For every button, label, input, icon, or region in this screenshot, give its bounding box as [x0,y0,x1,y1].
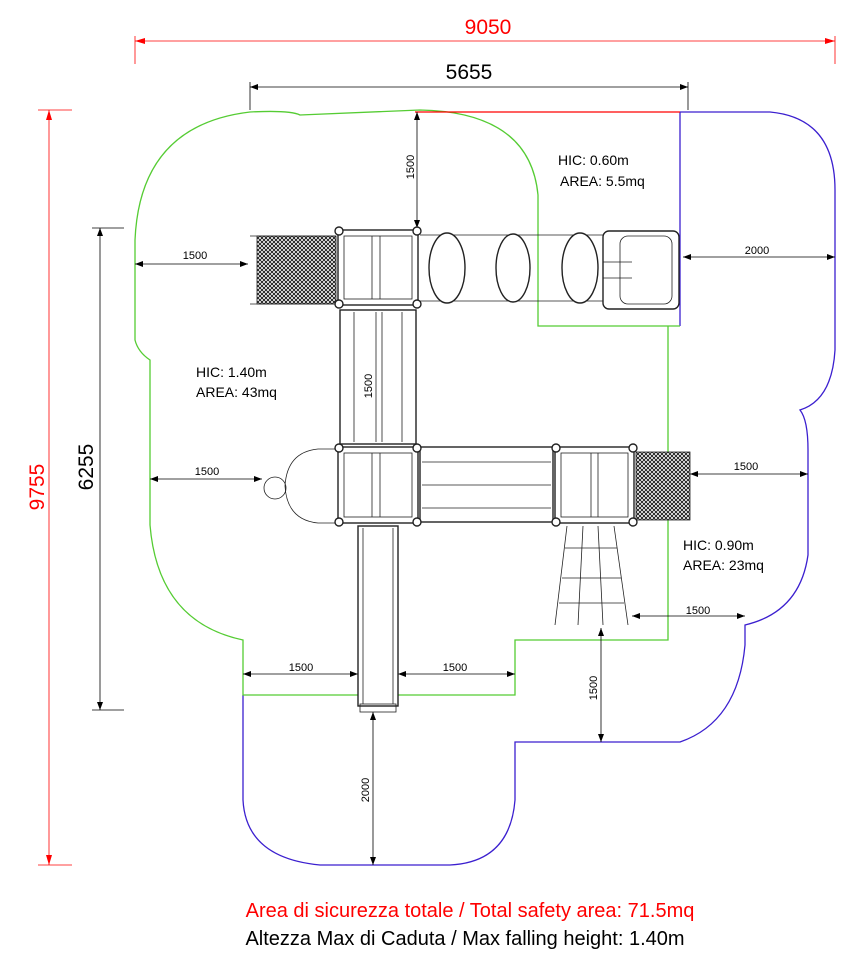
net-climber-left [256,235,337,305]
platform-top-left [334,226,422,309]
platform-bottom-right [551,443,638,527]
rope-ladder [554,525,629,626]
equipment-width-dimension: 5655 [249,61,689,110]
overall-depth-label: 9755 [26,464,49,511]
zone-label-tunnel: HIC: 0.60m AREA: 5.5mq [558,152,645,189]
overall-depth-dimension: 9755 [26,109,72,866]
zone-hic: HIC: 0.60m [558,152,629,168]
zone-area: AREA: 23mq [683,557,764,573]
slide-bottom [357,525,399,713]
play-structure: 1500 [250,226,691,713]
zone-hic: HIC: 0.90m [683,537,754,553]
zone-label-main: HIC: 1.40m AREA: 43mq [196,364,277,400]
bridge-vertical: 1500 [339,309,417,445]
equipment-depth-dimension: 6255 [75,227,124,711]
slide-top [602,230,680,310]
zone-area: AREA: 43mq [196,384,277,400]
zone-label-right: HIC: 0.90m AREA: 23mq [683,537,764,573]
equipment-depth-label: 6255 [75,444,98,491]
clearance-left-lower: 1500 [195,466,219,478]
overall-width-dimension: 9050 [134,16,836,64]
overall-width-label: 9050 [465,16,512,39]
total-safety-area: Area di sicurezza totale / Total safety … [246,900,695,922]
bridge-length-label: 1500 [363,374,375,398]
clearance-right-bottom: 1500 [686,605,710,617]
arch-ring [263,448,336,524]
clearance-left-upper: 1500 [183,250,207,262]
clearance-bottom-left: 1500 [289,662,313,674]
clearance-right-upper: 2000 [745,245,769,257]
bridge-horizontal [419,446,554,523]
clearance-right-lower: 1500 [734,461,758,473]
clearance-bottom-mid: 1500 [443,662,467,674]
clearance-bottom-slide: 2000 [360,778,372,802]
clearance-dimensions: 1500 1500 2000 1500 1500 1500 1500 1500 … [135,112,835,865]
clearance-right-vertical: 1500 [588,676,600,700]
zone-hic: HIC: 1.40m [196,364,267,380]
tunnel [420,232,605,304]
zone-area: AREA: 5.5mq [560,173,645,189]
safety-zone-green [134,109,680,696]
safety-zone-blue [242,111,836,866]
net-climber-right [635,451,691,521]
equipment-width-label: 5655 [446,61,493,84]
platform-bottom-left [334,443,422,527]
clearance-top: 1500 [405,155,417,179]
max-falling-height: Altezza Max di Caduta / Max falling heig… [245,928,684,950]
